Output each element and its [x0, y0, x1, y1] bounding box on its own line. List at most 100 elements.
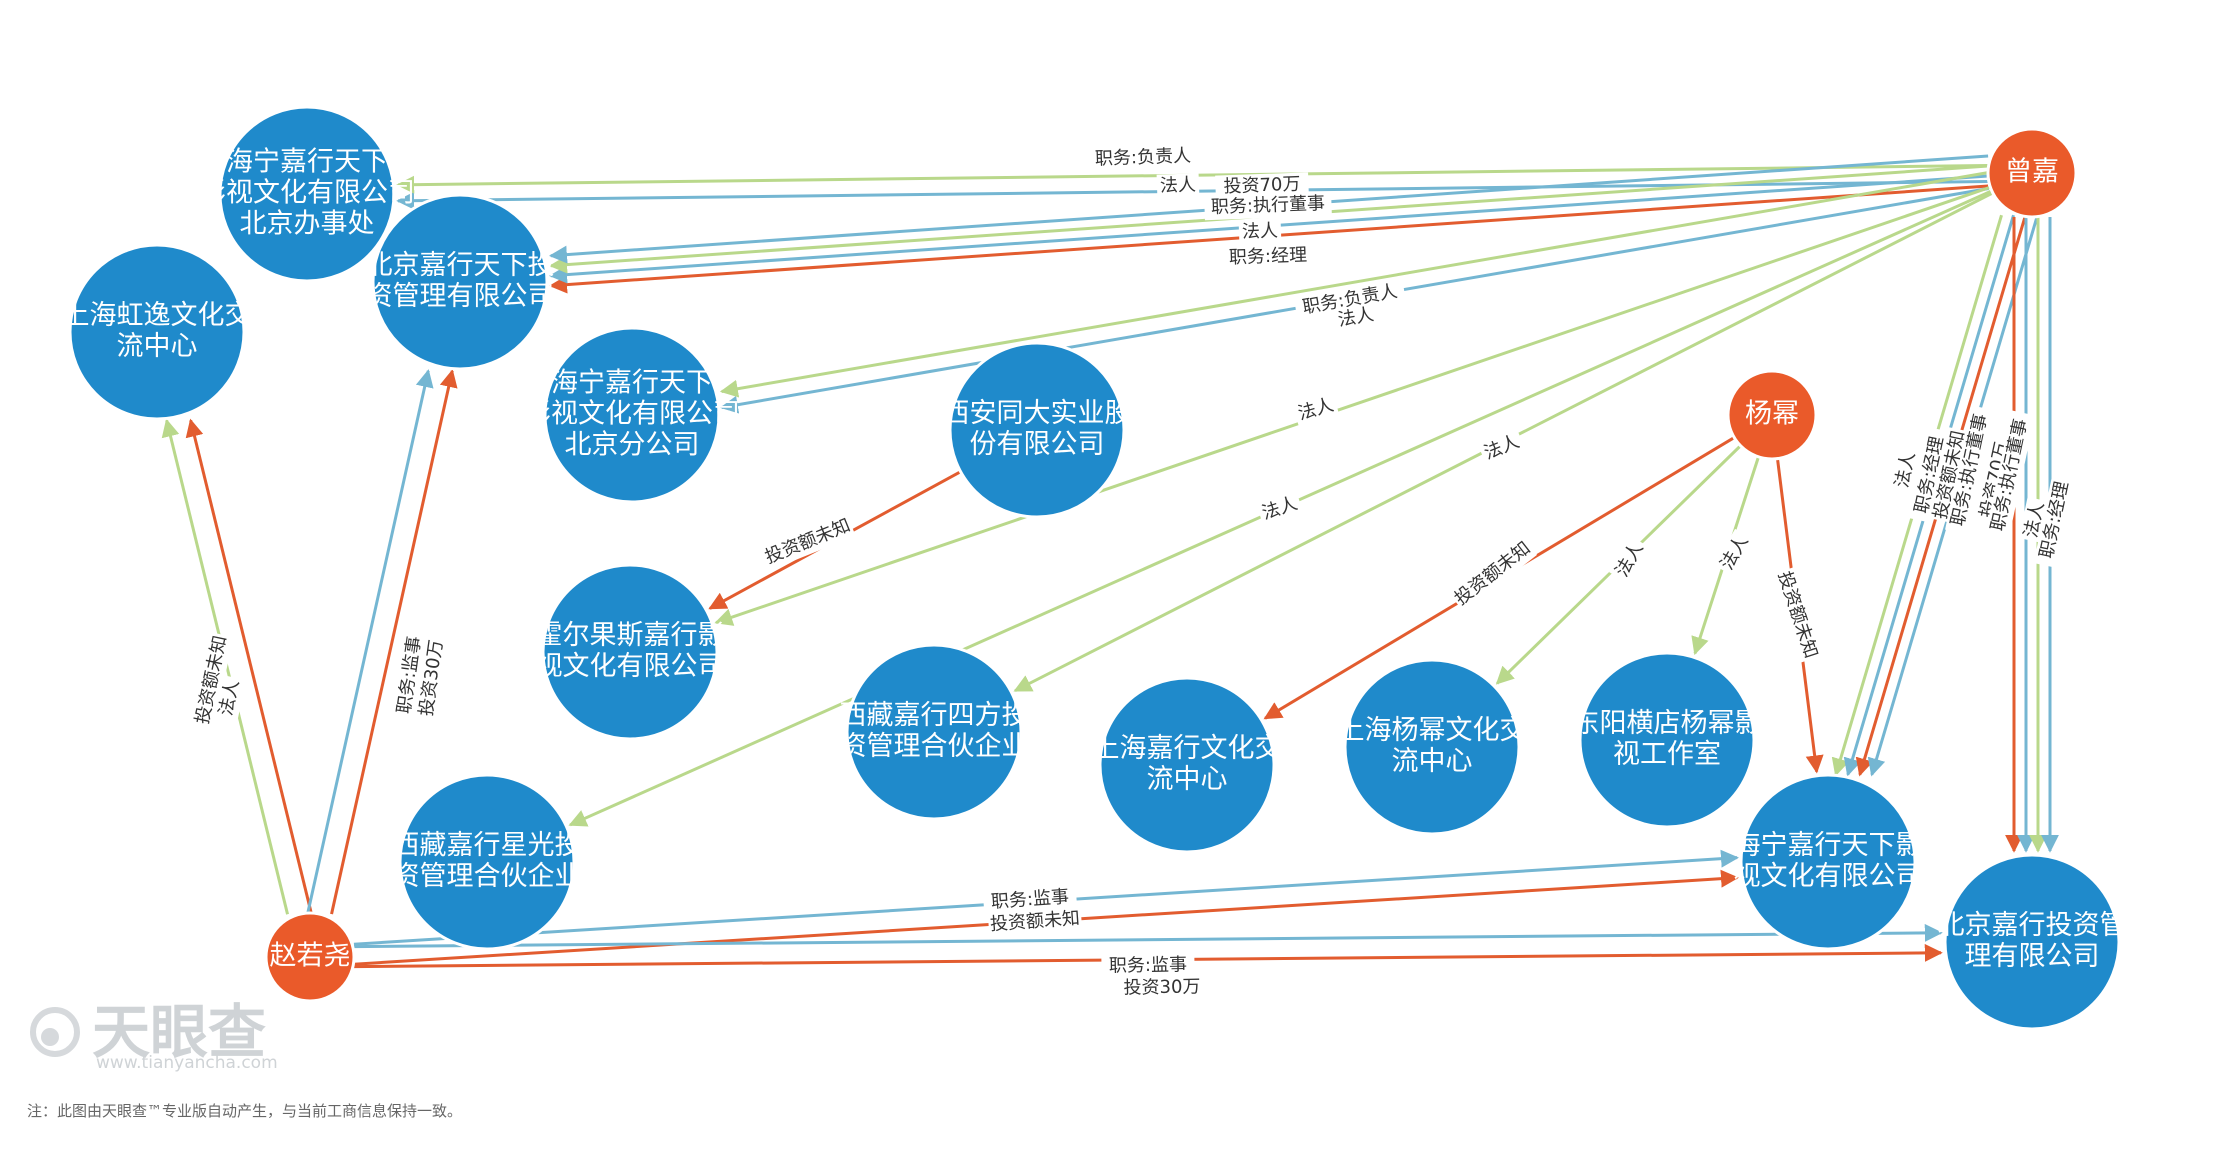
- edge-label-bg: [1609, 535, 1651, 585]
- edge-label: 法人: [1238, 219, 1282, 245]
- node-circle[interactable]: [218, 105, 396, 283]
- edge-label-bg: [190, 632, 234, 728]
- node-circle[interactable]: [948, 341, 1126, 519]
- node-label: 上海杨幂文化交: [1338, 715, 1527, 746]
- node-label: 北京嘉行天下投: [366, 250, 555, 281]
- node-label: 北京分公司: [565, 430, 700, 461]
- edge-label: 法人: [1478, 429, 1526, 467]
- edge-label-bg: [1928, 427, 1972, 523]
- edge-label-bg: [1714, 528, 1756, 578]
- edge-label: 法人: [213, 674, 247, 722]
- edge-label-bg: [1945, 405, 1995, 535]
- node-circle[interactable]: [1986, 127, 2078, 219]
- node-circle[interactable]: [1578, 651, 1756, 829]
- edge-label-text: 职务:监事: [1109, 954, 1187, 976]
- edge-label-bg: [1889, 446, 1923, 494]
- edge-label-bg: [1908, 427, 1952, 523]
- node-label: 视文化有限公司: [536, 651, 725, 682]
- node-circle[interactable]: [845, 643, 1023, 821]
- person-node-zeng-jia[interactable]: 曾嘉: [1986, 127, 2078, 219]
- edge-legal-rep: [719, 171, 1989, 398]
- person-node-yang-mi[interactable]: 杨幂: [1726, 369, 1818, 461]
- tianyancha-logo: 天眼查 www.tianyancha.com: [30, 998, 278, 1073]
- edge-label-text: 职务:负责人: [1095, 145, 1192, 169]
- node-label: 海宁嘉行天下: [551, 368, 713, 399]
- node-label: 流中心: [1147, 764, 1228, 795]
- edge-label: 投资额未知: [760, 513, 856, 571]
- edge-label-bg: [1293, 278, 1407, 322]
- edge-label: 法人: [1292, 392, 1340, 428]
- node-circle[interactable]: [541, 563, 719, 741]
- edge-label-bg: [413, 630, 451, 726]
- node-circle[interactable]: [68, 243, 246, 421]
- node-label: 北京嘉行投资管: [1938, 910, 2127, 941]
- edge-investment: [185, 418, 313, 915]
- node-circle[interactable]: [1343, 658, 1521, 836]
- edge-label: 职务:经理: [1221, 243, 1315, 271]
- edge-label: 投资额未知: [1448, 535, 1538, 613]
- node-label: 霍尔果斯嘉行影: [536, 620, 725, 651]
- node-circle[interactable]: [1943, 853, 2121, 1031]
- edge-label-bg: [1221, 243, 1315, 271]
- node-circle[interactable]: [398, 773, 576, 951]
- node-label: 杨幂: [1745, 399, 1799, 430]
- edge-label-bg: [1333, 302, 1379, 334]
- node-label: 北京办事处: [240, 209, 375, 240]
- edge-position: [306, 369, 434, 915]
- edge-label-bg: [1478, 429, 1526, 467]
- edge-label-bg: [1292, 392, 1340, 428]
- edge-label-text: 职务:执行董事: [1211, 193, 1326, 218]
- edge-label-bg: [1204, 191, 1332, 221]
- logo-brand-text: 天眼查: [92, 998, 266, 1066]
- edge-label-bg: [1985, 410, 2035, 540]
- edge-position: [353, 923, 1943, 949]
- edge-label: 投资70万: [1215, 172, 1309, 200]
- edge-label-bg: [1087, 144, 1199, 172]
- edge-label-bg: [1156, 173, 1200, 199]
- nodes-layer: 海宁嘉行天下影视文化有限公司北京办事处北京嘉行天下投资管理有限公司上海虹逸文化交…: [63, 105, 2127, 1031]
- node-circle[interactable]: [264, 911, 356, 1003]
- edge-label-bg: [1448, 535, 1538, 613]
- node-label: 影视文化有限公司: [524, 399, 740, 430]
- node-circle[interactable]: [1739, 773, 1917, 951]
- edge-label-text: 投资额未知: [1451, 538, 1535, 610]
- edge-label: 投资30万: [1115, 975, 1209, 1001]
- edge-label-bg: [760, 513, 856, 571]
- edge-label-bg: [391, 627, 429, 723]
- edge-label-text: 法人: [1259, 493, 1300, 524]
- node-label: 资管理有限公司: [366, 281, 555, 312]
- edge-label-bg: [213, 674, 247, 722]
- node-label: 份有限公司: [970, 429, 1105, 460]
- person-node-zhao-ry[interactable]: 赵若尧: [264, 911, 356, 1003]
- node-circle[interactable]: [371, 193, 549, 371]
- node-label: 西藏嘉行星光投: [393, 830, 582, 861]
- node-label: 海宁嘉行天下影: [1734, 830, 1923, 861]
- node-label: 影视文化有限公司: [199, 178, 415, 209]
- edge-label: 职务:监事: [1101, 953, 1195, 979]
- node-label: 视工作室: [1613, 739, 1721, 770]
- node-circle[interactable]: [543, 326, 721, 504]
- edge-label-text: 职务:经理: [1229, 245, 1308, 269]
- footnote: 注：此图由天眼查™专业版自动产生，与当前工商信息保持一致。: [27, 1102, 462, 1120]
- edge-label: 职务:执行董事: [1204, 191, 1332, 221]
- edge-label-bg: [1256, 491, 1304, 527]
- node-circle[interactable]: [1726, 369, 1818, 461]
- node-circle[interactable]: [1098, 676, 1276, 854]
- edge-label: 法人: [1889, 446, 1923, 494]
- node-label: 东阳横店杨幂影: [1573, 708, 1762, 739]
- node-label: 资管理合伙企业: [393, 861, 582, 892]
